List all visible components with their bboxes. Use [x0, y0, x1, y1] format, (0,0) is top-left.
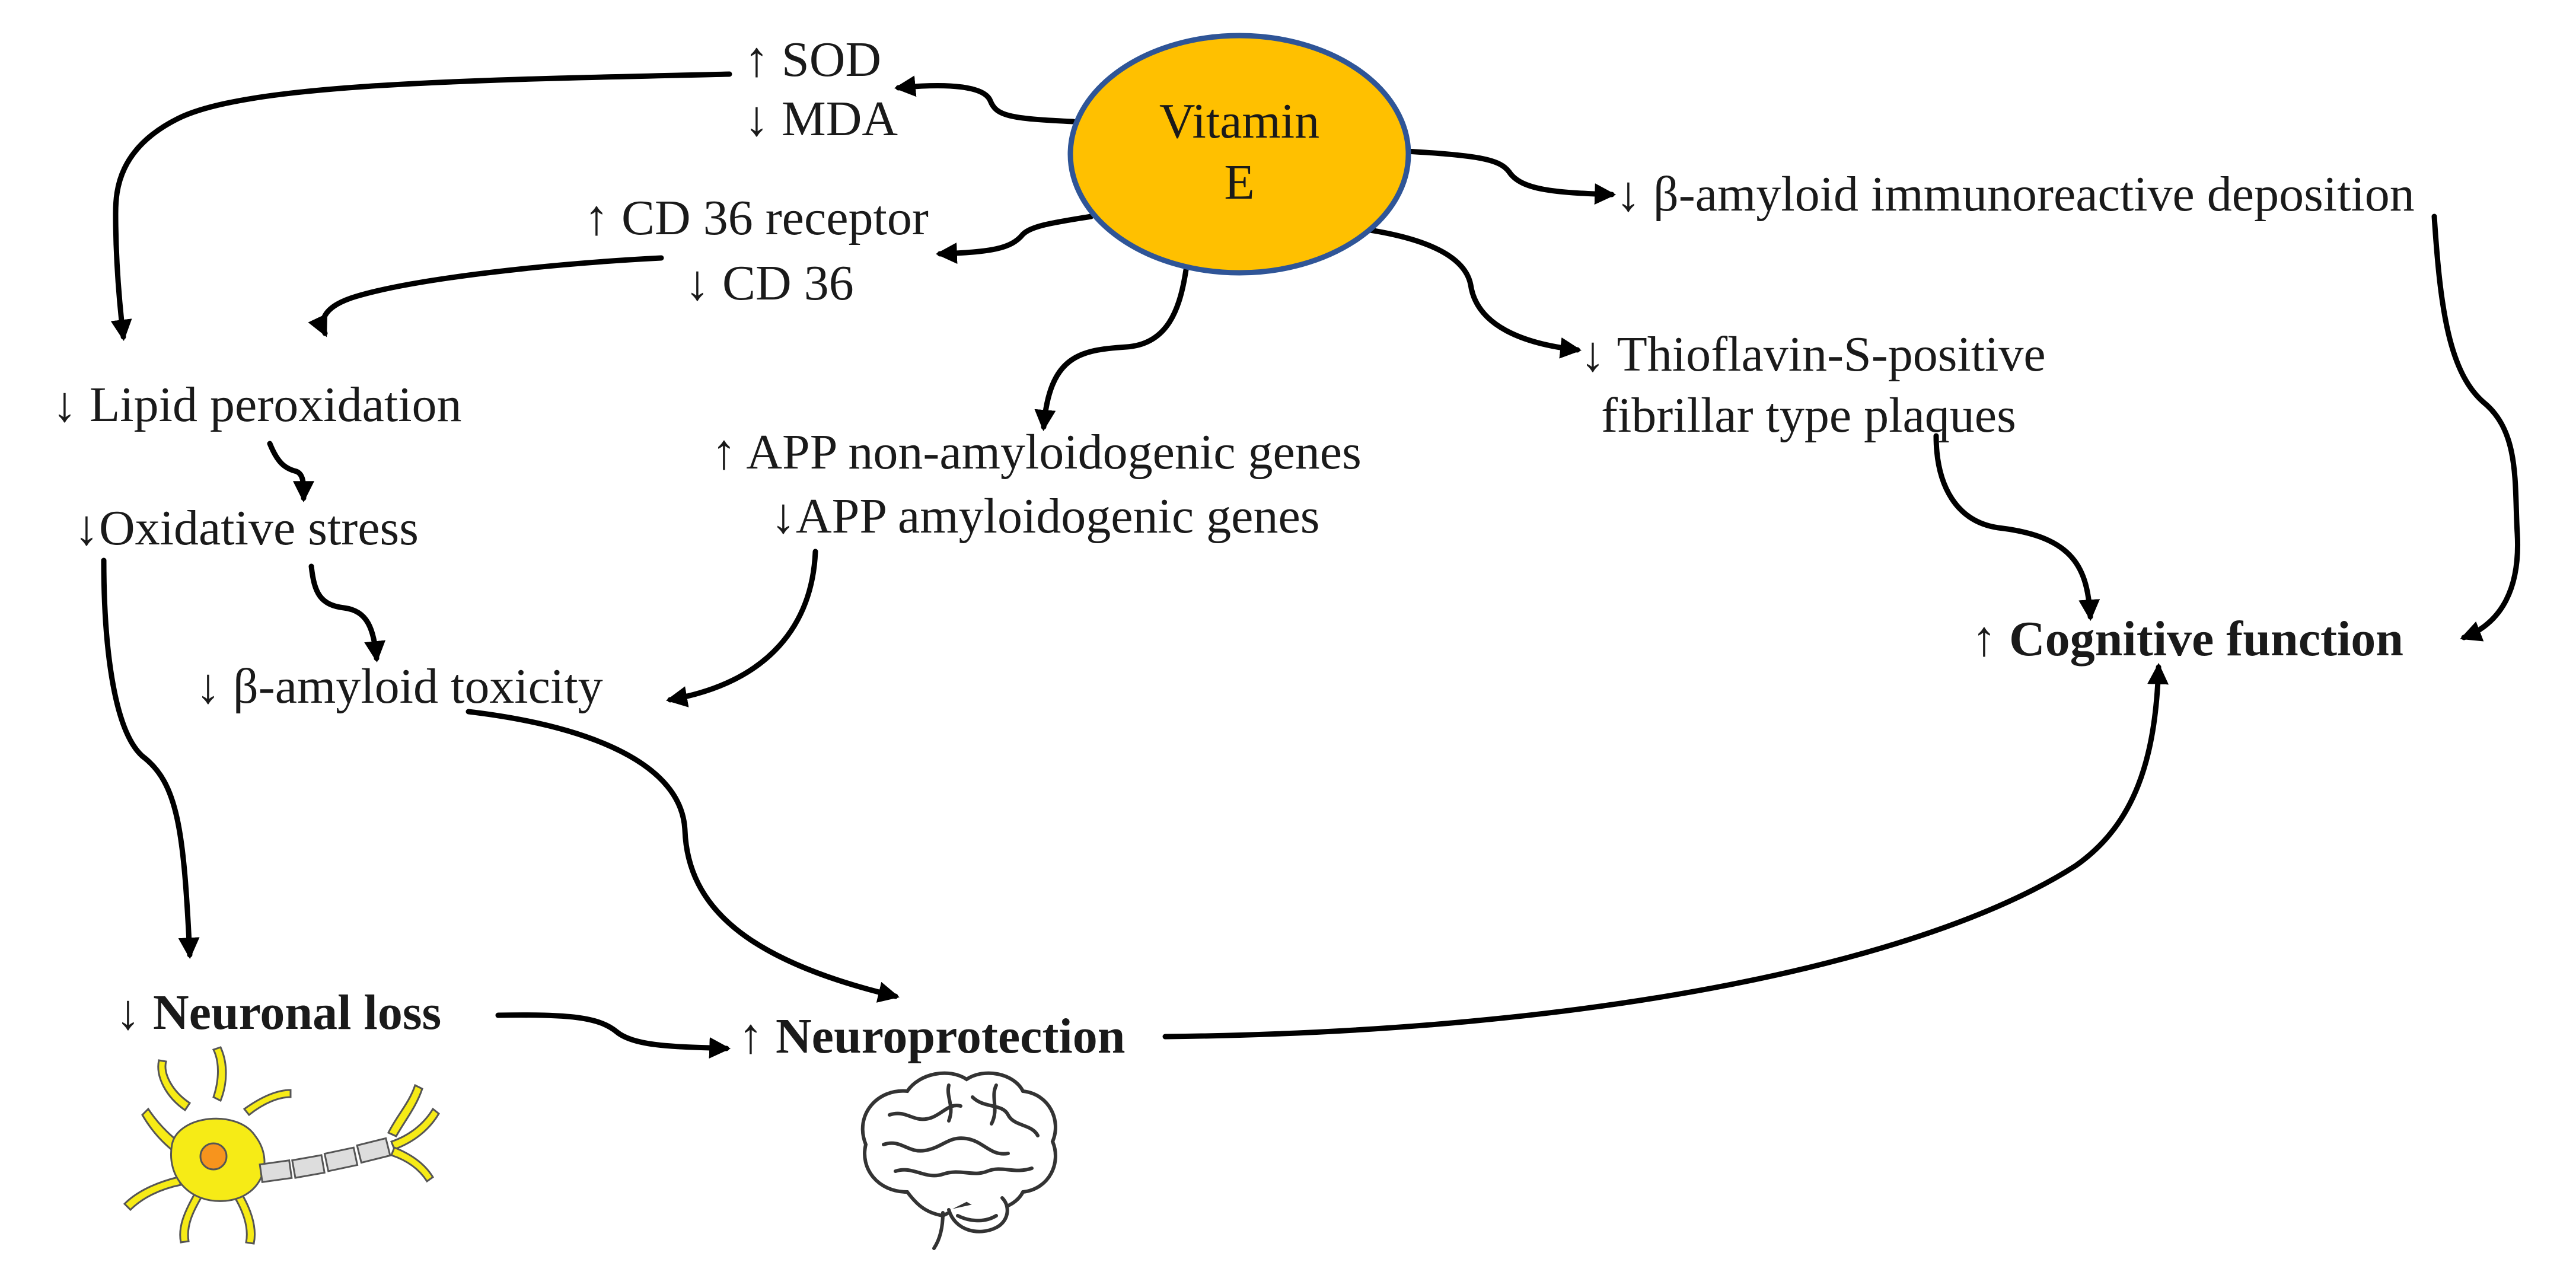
arrow-cd36-to-lipid — [308, 255, 664, 337]
label-app-nonamyloidogenic: ↑ APP non-amyloidogenic genes — [712, 425, 1362, 480]
label-neuroprotection: ↑ Neuroprotection — [738, 1009, 1125, 1064]
label-neuronal-loss: ↓ Neuronal loss — [116, 985, 441, 1040]
label-oxidative-stress: ↓Oxidative stress — [74, 501, 419, 556]
label-app-amyloidogenic: ↓APP amyloidogenic genes — [771, 489, 1319, 544]
arrow-thioflavin-to-cognitive — [1933, 433, 2100, 621]
vitamin-e-ellipse — [1067, 33, 1411, 276]
brain-icon — [860, 1071, 1057, 1250]
neuron-icon — [123, 1046, 440, 1245]
arrow-neuronal-to-neuroprotection — [495, 1012, 731, 1059]
arrow-vitamin-to-app — [1034, 267, 1189, 432]
vitamin-e-node: Vitamin E — [1067, 33, 1411, 276]
label-thioflavin-line1: ↓ Thioflavin-S-positive — [1580, 327, 2046, 382]
label-sod-up: ↑ SOD — [744, 32, 881, 87]
label-cognitive-function: ↑ Cognitive function — [1972, 611, 2403, 667]
arrow-toxicity-to-neuroprotection — [466, 709, 900, 1003]
arrow-lipid-to-oxidative — [267, 441, 314, 503]
arrow-vitamin-to-thioflavin — [1355, 225, 1582, 359]
arrow-oxidative-to-neuronal — [101, 557, 200, 960]
vitamin-e-label-line2: E — [1224, 155, 1254, 210]
label-thioflavin-line2: fibrillar type plaques — [1601, 388, 2016, 443]
neuron-nucleus — [199, 1142, 228, 1171]
arrow-oxidative-to-toxicity — [308, 563, 386, 663]
arrow-app-to-toxicity — [665, 549, 818, 707]
vitamin-e-label-line1: Vitamin — [1159, 94, 1319, 149]
label-mda-down: ↓ MDA — [744, 91, 898, 146]
arrow-vitamin-to-sod — [894, 75, 1076, 125]
arrow-deposition-to-cognitive — [2431, 213, 2521, 642]
label-lipid-peroxidation: ↓ Lipid peroxidation — [52, 377, 462, 432]
label-amyloid-deposition: ↓ β-amyloid immunoreactive deposition — [1616, 167, 2415, 222]
label-amyloid-toxicity: ↓ β-amyloid toxicity — [196, 659, 603, 714]
arrow-neuroprotection-to-cognitive — [1162, 662, 2169, 1040]
label-cd36-down: ↓ CD 36 — [685, 256, 854, 311]
label-cd36-receptor-up: ↑ CD 36 receptor — [584, 190, 929, 246]
arrows — [101, 71, 2521, 1059]
arrow-sod-to-lipid — [110, 71, 732, 342]
arrow-vitamin-to-cd36 — [935, 213, 1094, 264]
node-labels: ↑ SOD ↓ MDA ↑ CD 36 receptor ↓ CD 36 ↓ L… — [52, 32, 2415, 1064]
arrow-vitamin-to-deposition — [1402, 148, 1617, 205]
